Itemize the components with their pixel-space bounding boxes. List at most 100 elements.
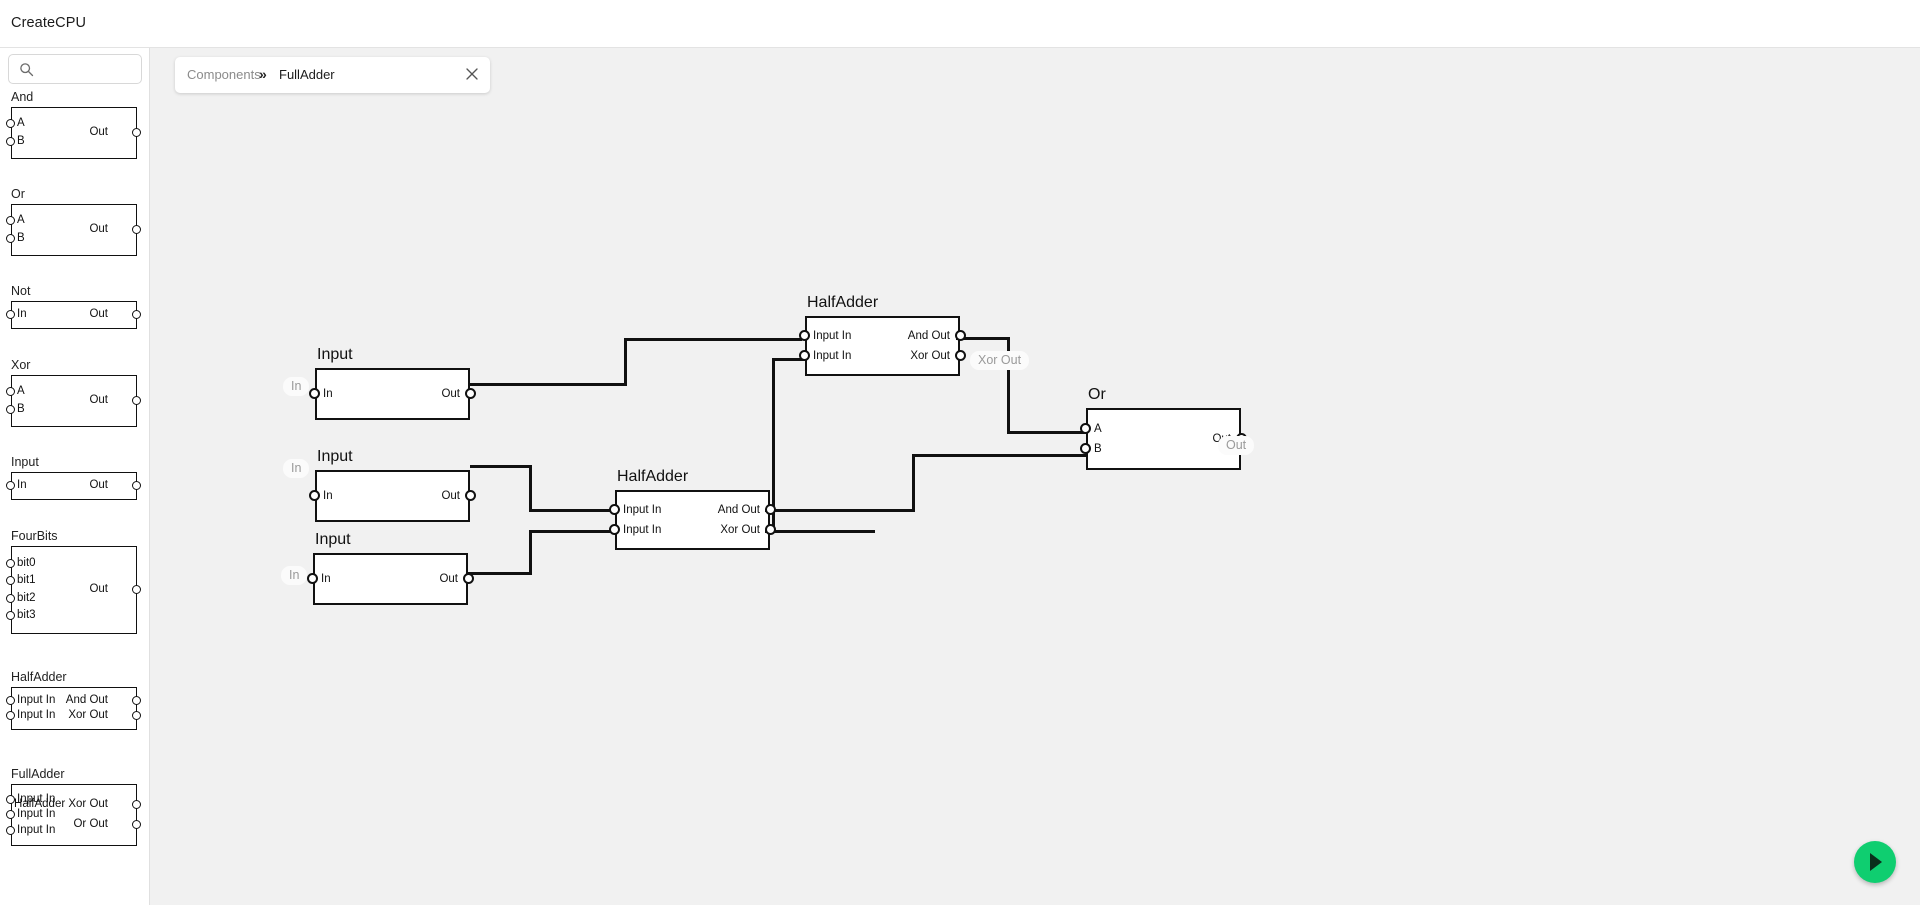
- wire-segment[interactable]: [956, 337, 1010, 340]
- chip-title: Or: [1088, 386, 1106, 403]
- chip-output-pin[interactable]: [463, 573, 474, 584]
- palette-input-pin[interactable]: [6, 558, 15, 568]
- palette-output-pin[interactable]: [132, 225, 141, 234]
- palette-input-pin[interactable]: [6, 696, 15, 706]
- palette-input-pin[interactable]: [6, 233, 15, 243]
- wire-segment[interactable]: [470, 383, 626, 386]
- chip-body[interactable]: [805, 316, 960, 376]
- chip-input-pin[interactable]: [1080, 443, 1091, 455]
- chip-pin-label: Out: [439, 573, 458, 585]
- chip-body[interactable]: [313, 553, 468, 605]
- palette-input-pin[interactable]: [6, 481, 15, 490]
- palette-input-pin[interactable]: [6, 825, 15, 835]
- palette-output-pin[interactable]: [132, 710, 141, 720]
- wire-segment[interactable]: [529, 530, 532, 575]
- palette-pin-label: In: [17, 479, 27, 491]
- search-input[interactable]: [39, 55, 139, 83]
- breadcrumb-current: FullAdder: [279, 67, 335, 82]
- palette-input-pin[interactable]: [6, 216, 15, 226]
- palette-output-pin[interactable]: [132, 396, 141, 405]
- palette-item-label: Not: [11, 284, 31, 298]
- wire-segment[interactable]: [1007, 337, 1010, 434]
- wire-segment[interactable]: [529, 509, 615, 512]
- palette-input-pin[interactable]: [6, 387, 15, 397]
- palette-output-pin[interactable]: [132, 799, 141, 809]
- palette-input-pin[interactable]: [6, 710, 15, 720]
- chip-body[interactable]: [615, 490, 770, 550]
- palette-output-pin[interactable]: [132, 128, 141, 137]
- run-simulation-button[interactable]: [1854, 841, 1896, 883]
- chip-input-pin[interactable]: [307, 573, 318, 584]
- chip-output-pin[interactable]: [765, 504, 776, 515]
- wire-segment[interactable]: [468, 572, 530, 575]
- wire-segment[interactable]: [470, 465, 532, 468]
- chip-input-pin[interactable]: [799, 330, 810, 341]
- chip-pin-label: In: [323, 490, 333, 502]
- chip-output-pin[interactable]: [955, 330, 966, 341]
- chip-input-pin[interactable]: [1080, 422, 1091, 434]
- palette-input-pin[interactable]: [6, 136, 15, 146]
- chip-pin-label: B: [1094, 443, 1102, 456]
- chip-output-pin[interactable]: [955, 350, 966, 361]
- wire-segment[interactable]: [772, 358, 775, 533]
- wire-segment[interactable]: [529, 465, 532, 511]
- chip-input-pin[interactable]: [609, 504, 620, 515]
- palette-output-pin[interactable]: [132, 820, 141, 830]
- palette-input-pin[interactable]: [6, 810, 15, 819]
- chip-input-pin[interactable]: [309, 490, 320, 501]
- palette-input-pin[interactable]: [6, 404, 15, 414]
- palette-input-pin[interactable]: [6, 576, 15, 586]
- palette-output-pin[interactable]: [132, 585, 141, 594]
- palette-input-pin[interactable]: [6, 593, 15, 603]
- wire-segment[interactable]: [912, 454, 1088, 457]
- chip-body[interactable]: [1086, 408, 1241, 470]
- chip-pin-label: Xor Out: [720, 524, 760, 536]
- chip-input-pin[interactable]: [309, 388, 320, 399]
- palette-input-pin[interactable]: [6, 794, 15, 804]
- wire-segment[interactable]: [765, 530, 875, 533]
- chip-input-pin[interactable]: [799, 350, 810, 361]
- wire-segment[interactable]: [912, 454, 915, 512]
- palette-input-pin[interactable]: [6, 611, 15, 621]
- wire-segment[interactable]: [772, 358, 805, 361]
- palette-output-pin[interactable]: [132, 481, 141, 490]
- chip-output-pin[interactable]: [465, 490, 476, 501]
- palette-output-pin[interactable]: [132, 310, 141, 319]
- wire-segment[interactable]: [765, 509, 915, 512]
- palette-input-pin[interactable]: [6, 310, 15, 319]
- breadcrumb-tab[interactable]: Components » FullAdder: [175, 57, 490, 93]
- breadcrumb-root[interactable]: Components: [187, 67, 261, 82]
- chip-input-pin[interactable]: [609, 524, 620, 535]
- chip-output-pin[interactable]: [465, 388, 476, 399]
- palette-item-label: And: [11, 90, 34, 104]
- wire-segment[interactable]: [529, 530, 615, 533]
- wire-segment[interactable]: [1007, 431, 1088, 434]
- palette-output-pin[interactable]: [132, 696, 141, 706]
- wire-segment[interactable]: [624, 338, 627, 386]
- search-box[interactable]: [8, 54, 142, 84]
- palette-input-pin[interactable]: [6, 119, 15, 129]
- chip-output-pin[interactable]: [765, 524, 776, 535]
- wire-segment[interactable]: [624, 338, 802, 341]
- chip-body[interactable]: [315, 470, 470, 522]
- palette-pin-label: Out: [89, 479, 108, 491]
- chip-body[interactable]: [315, 368, 470, 420]
- palette-item-shape: [11, 301, 137, 329]
- close-icon[interactable]: [464, 66, 480, 82]
